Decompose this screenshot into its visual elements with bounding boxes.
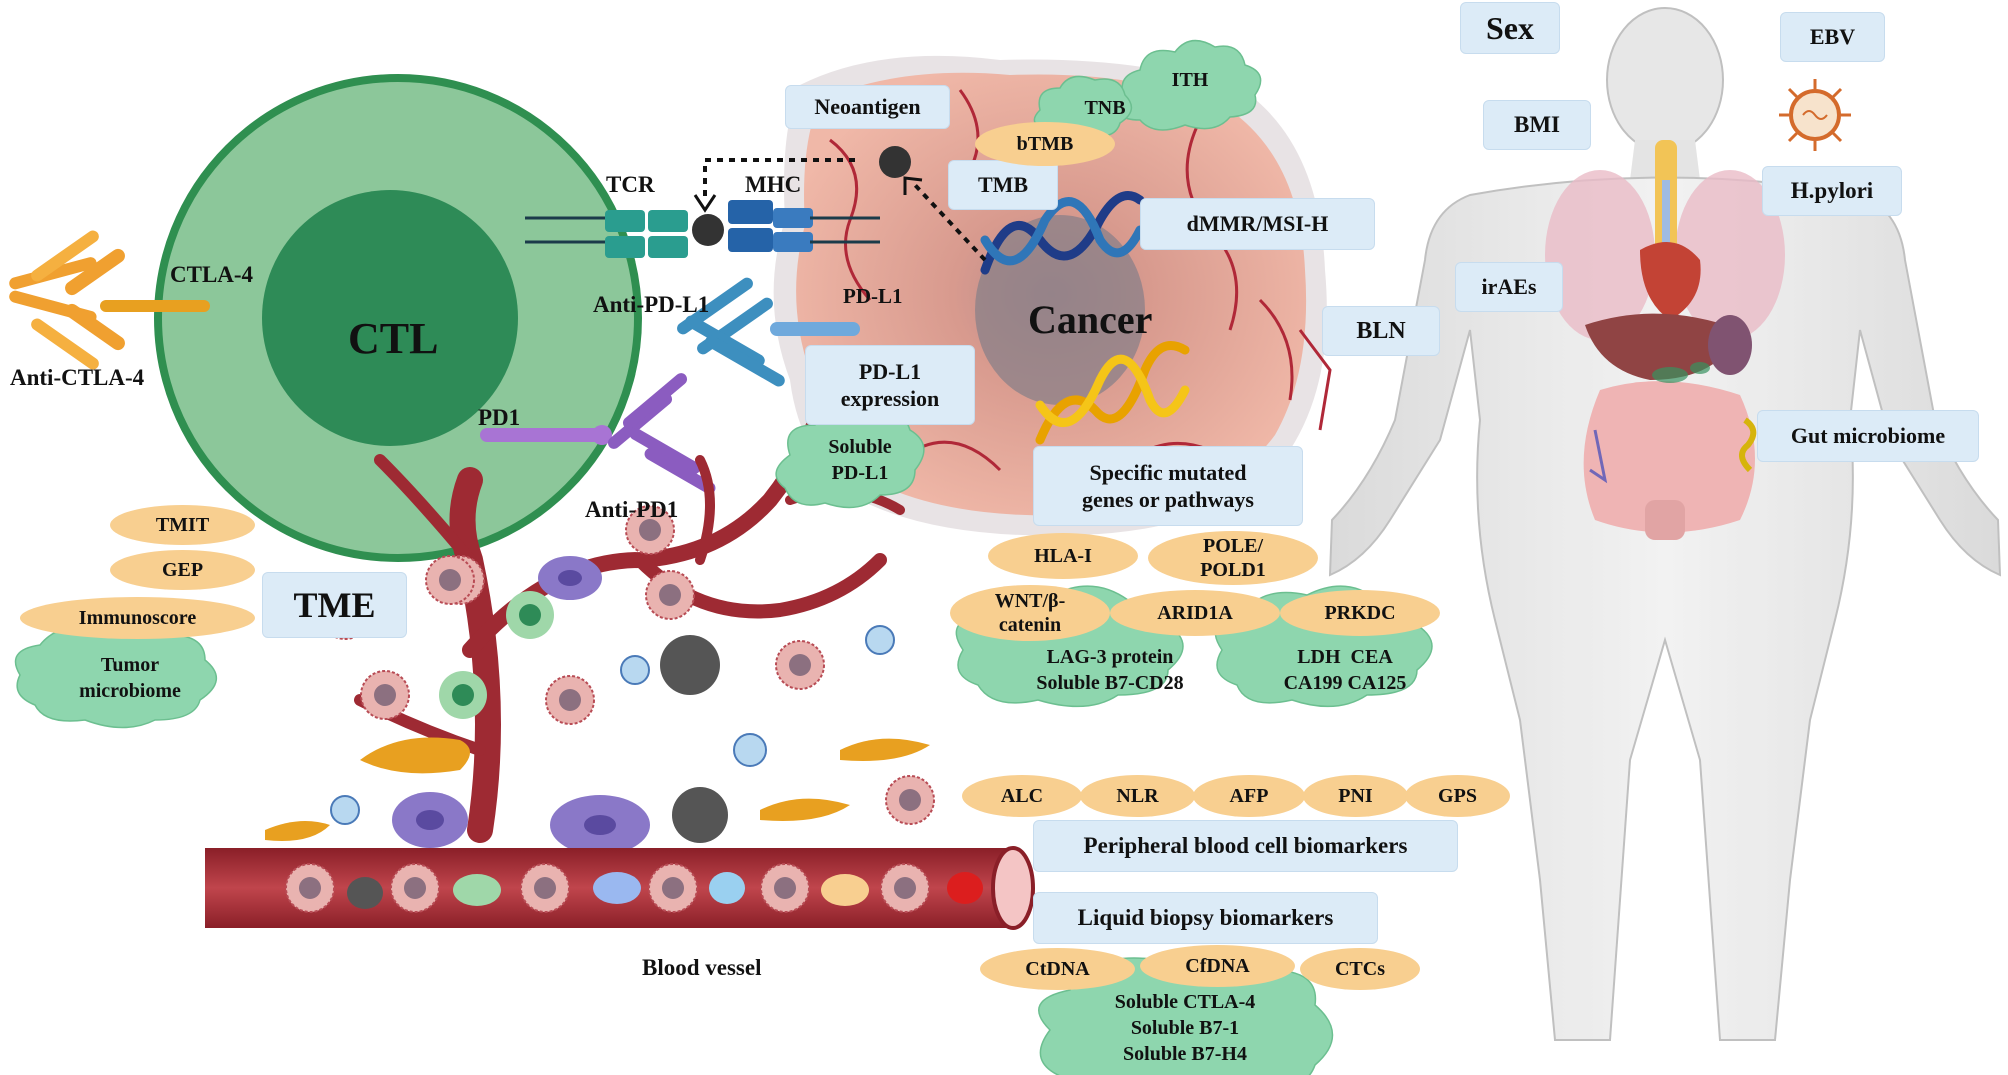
pdl1-expression-box: PD-L1 expression [805, 345, 975, 425]
soluble-ctla4: Soluble CTLA-4 [1114, 991, 1256, 1013]
lag3-line2: Soluble B7-CD28 [1036, 672, 1184, 694]
pole-line1: POLE/ [1202, 535, 1263, 557]
tme-pill-tmit: TMIT [110, 505, 255, 545]
ctla4-antibody [9, 230, 210, 370]
liquid-pill-ctdna: CtDNA [980, 948, 1135, 990]
arid1a-pill: ARID1A [1110, 590, 1280, 636]
tmb-box: TMB [948, 160, 1058, 210]
tumor-microbiome-line2: microbiome [79, 680, 181, 702]
pole-pill: POLE/ POLD1 [1148, 531, 1318, 585]
bln-box: BLN [1322, 306, 1440, 356]
marker-afp: AFP [1193, 775, 1305, 817]
ith-cloud: ITH [1171, 69, 1209, 91]
pole-line2: POLD1 [1200, 559, 1266, 581]
lag3-cloud: LAG-3 protein Soluble B7-CD28 [990, 640, 1230, 700]
soluble-markers-cloud: Soluble CTLA-4 Soluble B7-1 Soluble B7-H… [1075, 985, 1295, 1071]
peripheral-box: Peripheral blood cell biomarkers [1033, 820, 1458, 872]
human-body [1328, 7, 2002, 1041]
ebv-box: EBV [1780, 12, 1885, 62]
pdl1-antibody [677, 277, 860, 387]
iraes-box: irAEs [1455, 262, 1563, 312]
hla-pill: HLA-I [988, 533, 1138, 579]
pdl1-expression-line1: PD-L1 [858, 358, 922, 384]
tme-cells [265, 505, 935, 855]
btmb-pill: bTMB [975, 122, 1115, 166]
wnt-line1: WNT/β- [994, 590, 1066, 612]
pdl1-expression-line2: expression [840, 386, 940, 411]
specific-genes-line1: Specific mutated [1089, 459, 1247, 485]
marker-nlr: NLR [1080, 775, 1195, 817]
gut-microbiome-box: Gut microbiome [1757, 410, 1979, 462]
neoantigen-arrows [703, 158, 987, 262]
wnt-line2: catenin [998, 614, 1062, 636]
tumor-microbiome-cloud: Tumor microbiome [40, 648, 220, 708]
pd1-antibody [480, 373, 716, 494]
tme-pill-gep: GEP [110, 550, 255, 590]
soluble-pdl1-line1: Soluble [828, 436, 892, 458]
mhc-label: MHC [745, 172, 802, 197]
tcr-label: TCR [606, 172, 655, 197]
main-blood-vessel [205, 846, 1035, 930]
cancer-label: Cancer [1028, 297, 1153, 342]
pd1-label: PD1 [478, 405, 521, 430]
liquid-box: Liquid biopsy biomarkers [1033, 892, 1378, 944]
specific-genes-line2: genes or pathways [1082, 487, 1254, 512]
ldh-line2: CA199 CA125 [1283, 672, 1407, 694]
tcr-mhc-complex [525, 200, 880, 258]
specific-genes-box: Specific mutated genes or pathways [1033, 446, 1303, 526]
hpylori-box: H.pylori [1762, 166, 1902, 216]
soluble-b71: Soluble B7-1 [1130, 1017, 1240, 1039]
marker-alc: ALC [962, 775, 1082, 817]
marker-pni: PNI [1303, 775, 1408, 817]
ctla4-label: CTLA-4 [170, 262, 254, 287]
bmi-box: BMI [1483, 100, 1591, 150]
ctl-label: CTL [348, 314, 439, 363]
anti-pdl1-label: Anti-PD-L1 [593, 292, 710, 317]
ldh-cloud: LDH CEA CA199 CA125 [1250, 640, 1440, 700]
lag3-line1: LAG-3 protein [1046, 646, 1174, 668]
anti-pd1-label: Anti-PD1 [585, 497, 679, 522]
neoantigen-box: Neoantigen [785, 85, 950, 129]
anti-ctla4-label: Anti-CTLA-4 [10, 365, 145, 390]
sex-box: Sex [1460, 2, 1560, 54]
soluble-b7h4: Soluble B7-H4 [1123, 1043, 1247, 1065]
dmmr-box: dMMR/MSI-H [1140, 198, 1375, 250]
tnb-cloud: TNB [1084, 97, 1126, 119]
liquid-pill-ctcs: CTCs [1300, 948, 1420, 990]
marker-gps: GPS [1405, 775, 1510, 817]
pdl1-label: PD-L1 [843, 284, 903, 308]
blood-vessel-label: Blood vessel [642, 955, 762, 980]
tme-box: TME [262, 572, 407, 638]
ldh-line1: LDH CEA [1297, 646, 1393, 668]
ebv-virus-icon [1779, 79, 1851, 151]
wnt-pill: WNT/β- catenin [950, 585, 1110, 641]
tumor-microbiome-line1: Tumor [100, 654, 160, 676]
tme-pill-immunoscore: Immunoscore [20, 597, 255, 639]
liquid-pill-cfdna: CfDNA [1140, 945, 1295, 987]
soluble-pdl1-line2: PD-L1 [831, 462, 889, 484]
soluble-pdl1-cloud: Soluble PD-L1 [795, 430, 925, 490]
prkdc-pill: PRKDC [1280, 590, 1440, 636]
